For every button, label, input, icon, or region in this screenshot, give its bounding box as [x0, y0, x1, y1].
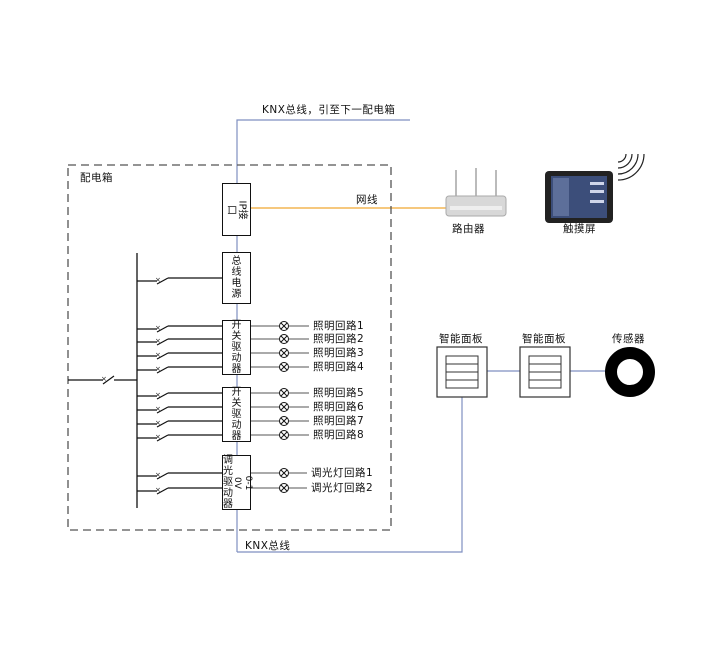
lighting-circuit-b-label-2: 照明回路6: [313, 401, 365, 413]
breaker-bus-power: ×: [137, 276, 222, 285]
dimmer-range-label: 0-10V: [232, 475, 253, 490]
panel1-label: 智能面板: [439, 333, 483, 345]
lighting-circuit-b-breaker-1: ×: [137, 391, 222, 400]
dimmer-circuit-lamp-2: [251, 483, 307, 493]
ip-interface-label: IP接口: [225, 200, 248, 219]
svg-text:×: ×: [155, 391, 161, 399]
svg-text:×: ×: [155, 433, 161, 441]
lighting-circuit-breaker-3: ×: [137, 351, 222, 360]
svg-text:×: ×: [155, 486, 161, 494]
dimmer-circuit-label-2: 调光灯回路2: [311, 482, 374, 494]
lighting-circuit-b-lamp-3: [251, 416, 309, 426]
dimmer-actuator-module: 调光驱动器 0-10V: [222, 455, 253, 510]
dimmer-circuit-lamp-1: [251, 468, 307, 478]
touchscreen-icon: [545, 171, 613, 223]
lighting-circuit-breaker-1: ×: [137, 324, 222, 333]
lighting-circuit-label-2: 照明回路2: [313, 333, 365, 345]
touchscreen-label: 触摸屏: [563, 223, 596, 235]
dimmer-circuit-breaker-2: ×: [137, 486, 222, 495]
switch-actuator-2-module: 开关驱动器: [222, 387, 251, 442]
svg-text:×: ×: [155, 337, 161, 345]
lighting-circuit-b-label-1: 照明回路5: [313, 387, 365, 399]
dimmer-actuator-label: 调光驱动器: [223, 455, 233, 510]
router-label: 路由器: [452, 223, 485, 235]
lighting-circuit-label-4: 照明回路4: [313, 361, 365, 373]
switch-actuator-1-module: 开关驱动器: [222, 320, 251, 375]
lighting-circuit-b-label-3: 照明回路7: [313, 415, 365, 427]
incoming-breaker: ×: [68, 375, 137, 385]
bus-power-module: 总线电源: [222, 252, 251, 304]
panel2-label: 智能面板: [522, 333, 566, 345]
sensor-icon: [605, 347, 655, 397]
smart-panel-2-icon: [519, 346, 571, 398]
svg-text:×: ×: [155, 365, 161, 373]
lighting-circuit-lamp-2: [251, 334, 309, 344]
lighting-circuit-b-breaker-3: ×: [137, 419, 222, 428]
lighting-circuit-b-lamp-2: [251, 402, 309, 412]
lighting-circuit-label-3: 照明回路3: [313, 347, 365, 359]
router-icon: [445, 168, 507, 217]
lighting-circuit-breaker-4: ×: [137, 365, 222, 374]
sensor-label: 传感器: [612, 333, 645, 345]
svg-text:×: ×: [155, 324, 161, 332]
lighting-circuit-breaker-2: ×: [137, 337, 222, 346]
knx-bus-top-line: [236, 119, 410, 185]
lamp-group: [251, 321, 309, 493]
lighting-circuit-label-1: 照明回路1: [313, 320, 365, 332]
switch-actuator-1-label: 开关驱动器: [231, 320, 242, 375]
lighting-circuit-b-breaker-4: ×: [137, 433, 222, 442]
lighting-circuit-b-breaker-2: ×: [137, 405, 222, 414]
dimmer-circuit-label-1: 调光灯回路1: [311, 467, 374, 479]
svg-text:×: ×: [101, 375, 107, 383]
svg-text:×: ×: [155, 419, 161, 427]
svg-text:×: ×: [155, 405, 161, 413]
svg-text:×: ×: [155, 471, 161, 479]
lighting-circuit-b-lamp-4: [251, 430, 309, 440]
breaker-group: × × × × × × × × × × ×: [137, 276, 222, 495]
cabinet-border: [67, 164, 392, 531]
bus-power-label: 总线电源: [231, 256, 242, 300]
knx-bus-bottom-line: [237, 397, 463, 553]
lighting-circuit-b-label-4: 照明回路8: [313, 429, 365, 441]
wifi-signal-icon: [617, 153, 645, 181]
lighting-circuit-lamp-3: [251, 348, 309, 358]
switch-actuator-2-label: 开关驱动器: [231, 387, 242, 442]
lighting-circuit-lamp-4: [251, 362, 309, 372]
smart-panel-1-icon: [436, 346, 488, 398]
bottom-bus-label: KNX总线: [245, 540, 291, 552]
svg-text:×: ×: [155, 276, 161, 284]
dimmer-circuit-breaker-1: ×: [137, 471, 222, 480]
cabinet-label: 配电箱: [80, 172, 113, 184]
network-cable-label: 网线: [356, 194, 378, 206]
top-bus-label: KNX总线，引至下一配电箱: [262, 104, 396, 116]
svg-text:×: ×: [155, 351, 161, 359]
lighting-circuit-lamp-1: [251, 321, 309, 331]
ip-interface-module: IP接口: [222, 183, 251, 236]
lighting-circuit-b-lamp-1: [251, 388, 309, 398]
